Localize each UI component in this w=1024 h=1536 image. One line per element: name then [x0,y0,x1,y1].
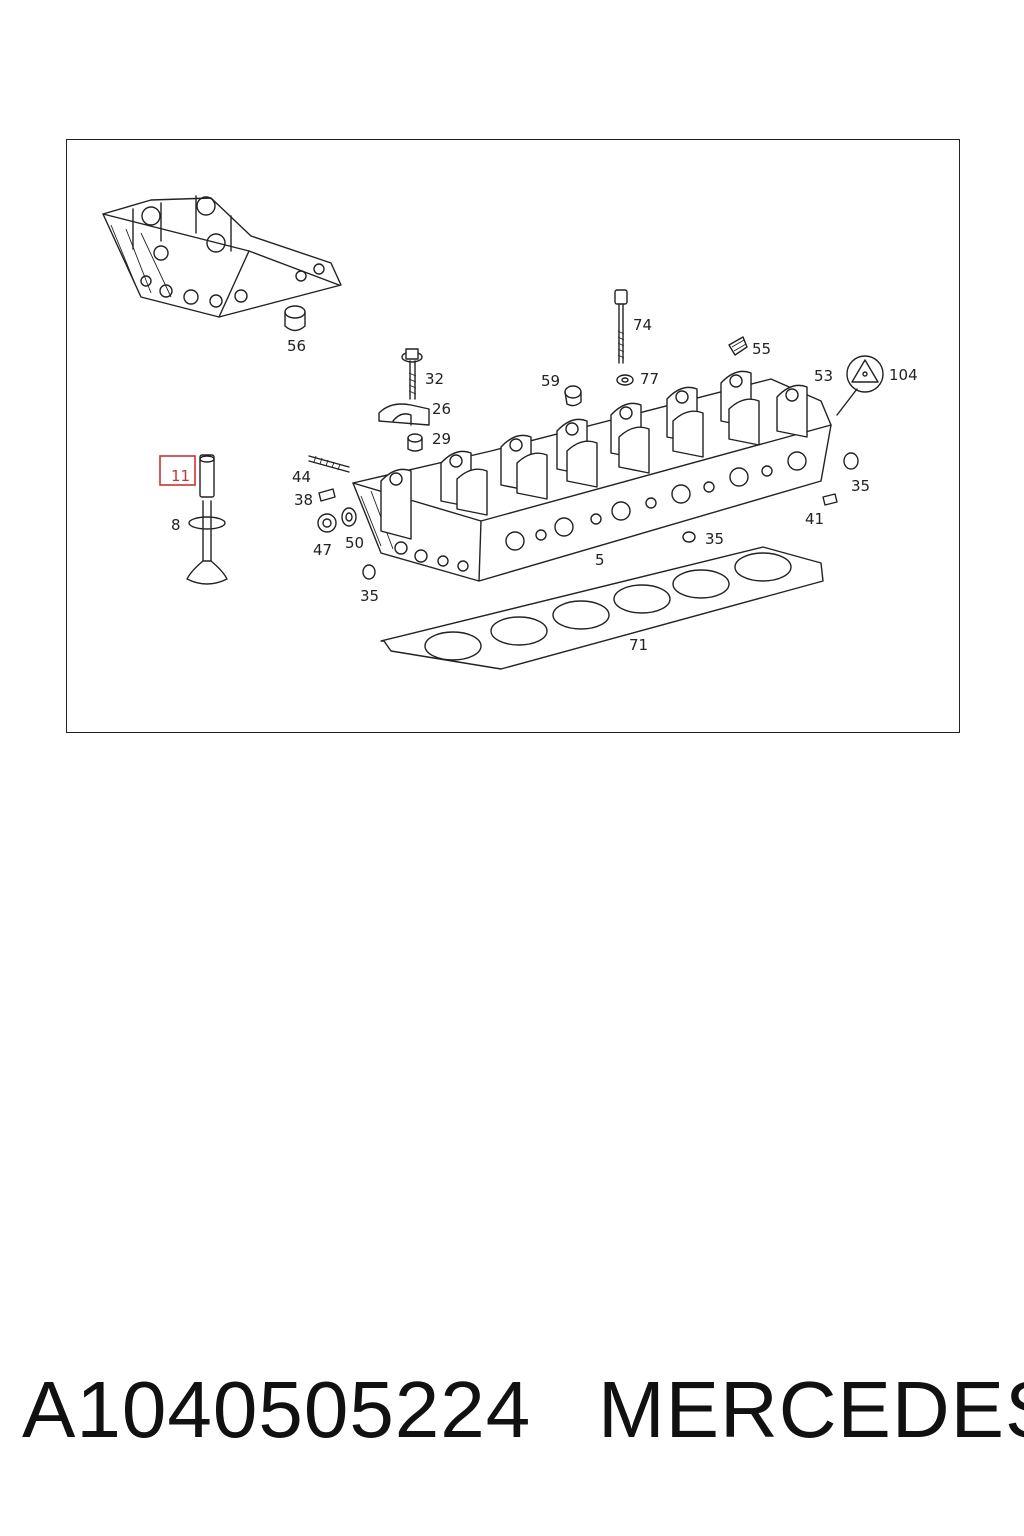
part-104-cover [836,355,884,416]
part-26-bearing-cap [378,403,430,426]
callout-71: 71 [629,636,648,654]
part-44-stud [308,455,350,473]
part-47-plug [317,513,337,533]
callout-5: 5 [595,551,605,569]
part-71-head-gasket [380,546,824,670]
callout-35-middle: 35 [705,530,724,548]
part-35-plug-c [843,452,859,470]
part-number: A1040505224 [22,1365,532,1454]
callout-41: 41 [805,510,824,528]
part-29-sleeve [407,433,423,452]
inset-cylinder-head [102,195,342,318]
callout-32: 32 [425,370,444,388]
callout-55: 55 [752,340,771,358]
callout-53: 53 [814,367,833,385]
main-cylinder-head [352,370,832,582]
callout-74: 74 [633,316,652,334]
callout-35-left: 35 [360,587,379,605]
part-77-washer [616,374,634,386]
part-55-plug [728,336,748,356]
callout-59: 59 [541,372,560,390]
callout-26: 26 [432,400,451,418]
part-38-pin [318,488,336,502]
part-35-plug-a [362,564,376,580]
side-ports [394,451,807,572]
callout-8: 8 [171,516,181,534]
part-56-tappet [284,305,306,332]
diagram-frame: 56 74 55 77 32 59 53 104 26 29 11 44 38 … [66,139,960,733]
callout-38: 38 [294,491,313,509]
callout-77: 77 [640,370,659,388]
part-41-pin [822,493,838,506]
callout-104: 104 [889,366,918,384]
callout-47: 47 [313,541,332,559]
callout-11: 11 [171,467,190,485]
callout-50: 50 [345,534,364,552]
cam-towers [380,370,808,540]
highlight-callout-11[interactable]: 11 [159,455,196,486]
part-8-valve [186,500,228,585]
callout-29: 29 [432,430,451,448]
part-74-bolt [614,289,628,364]
exploded-parts-diagram: 56 74 55 77 32 59 53 104 26 29 11 44 38 … [102,195,918,670]
callout-44: 44 [292,468,311,486]
part-59-plug [564,385,582,407]
brand-name: MERCEDES [598,1365,1024,1454]
callout-56: 56 [287,337,306,355]
part-35-plug-b [682,531,696,543]
part-11-valve-guide [199,454,215,498]
part-50-seal [341,507,357,527]
callout-35-right: 35 [851,477,870,495]
part-32-bolt [401,348,423,400]
